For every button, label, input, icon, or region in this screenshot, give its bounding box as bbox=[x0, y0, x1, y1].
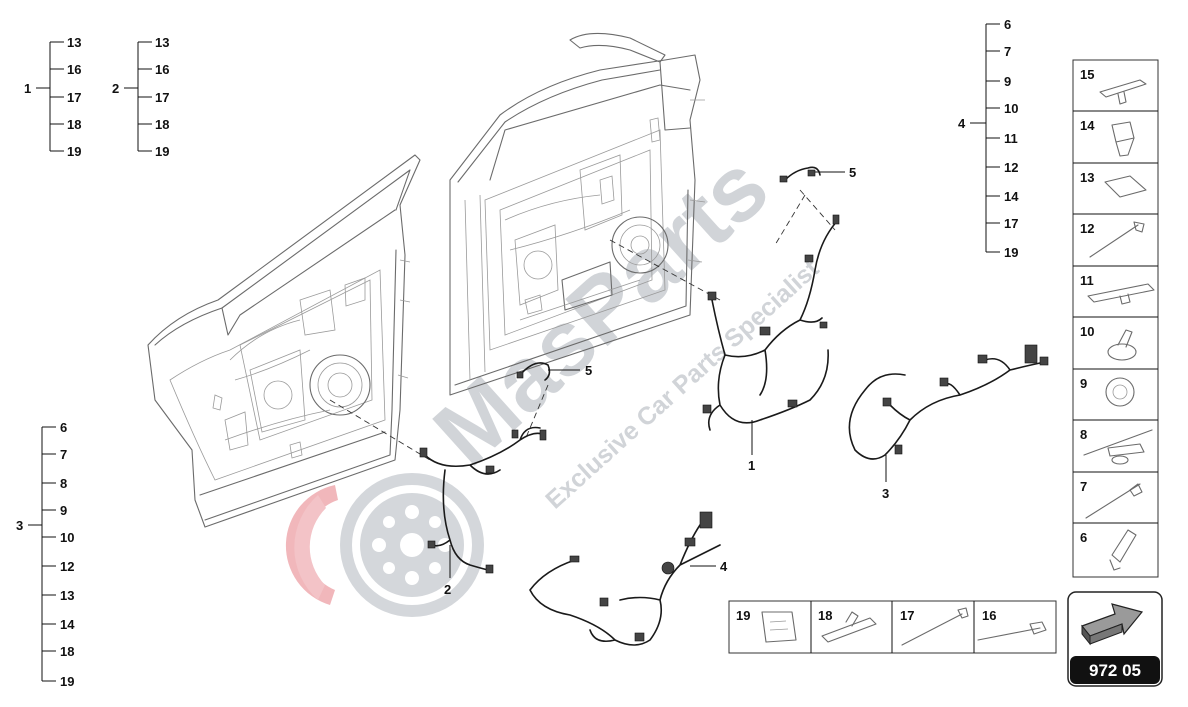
wiring-harness-4 bbox=[529, 511, 721, 646]
cable-tie-12-icon bbox=[1089, 221, 1145, 258]
bottom-parts-row: 19 18 17 16 bbox=[728, 600, 1057, 654]
legend-item: 6 bbox=[60, 420, 67, 435]
legend-group-4-id: 4 bbox=[958, 116, 966, 131]
part-number: 9 bbox=[1080, 376, 1087, 391]
legend-item: 17 bbox=[67, 90, 81, 105]
clip-15-icon bbox=[1099, 79, 1147, 105]
callout-label: 5 bbox=[849, 165, 856, 180]
side-parts-column: 15 14 13 12 11 10 9 8 7 bbox=[1072, 59, 1159, 578]
legend-item: 14 bbox=[1004, 189, 1019, 204]
watermark-logo-icon bbox=[285, 473, 484, 617]
leader-lines bbox=[329, 189, 836, 461]
part-number: 8 bbox=[1080, 427, 1087, 442]
next-page-arrow-icon bbox=[1081, 603, 1144, 646]
part-number: 13 bbox=[1080, 170, 1094, 185]
legend-item: 12 bbox=[1004, 160, 1018, 175]
connector-19-icon bbox=[761, 611, 797, 643]
clip-13-icon bbox=[1104, 175, 1147, 198]
part-number: 19 bbox=[736, 608, 750, 623]
legend-item: 7 bbox=[1004, 44, 1011, 59]
legend-item: 13 bbox=[155, 35, 169, 50]
legend-item: 19 bbox=[60, 674, 74, 689]
legend-group-1: 1 13 16 17 18 19 bbox=[24, 35, 81, 159]
cable-tie-7-icon bbox=[1085, 483, 1143, 519]
part-number: 11 bbox=[1080, 273, 1094, 288]
part-number: 16 bbox=[982, 608, 996, 623]
legend-group-4: 4 6 7 9 10 11 12 14 17 19 bbox=[958, 17, 1019, 260]
page-badge[interactable]: 972 05 bbox=[1067, 591, 1163, 687]
callout-label: 5 bbox=[585, 363, 592, 378]
legend-item: 9 bbox=[60, 503, 67, 518]
callout-label: 3 bbox=[882, 486, 889, 501]
callout-label: 4 bbox=[720, 559, 728, 574]
watermark: MasParts Exclusive Car Parts Specialist bbox=[285, 135, 825, 617]
callouts: 5 5 1 2 3 4 bbox=[444, 165, 889, 597]
grommet-10-icon bbox=[1107, 329, 1137, 361]
part-number: 14 bbox=[1080, 118, 1095, 133]
legend-group-2: 2 13 16 17 18 19 bbox=[112, 35, 169, 159]
grommet-9-icon bbox=[1105, 377, 1135, 407]
part-number: 15 bbox=[1080, 67, 1094, 82]
wiring-harness-3 bbox=[848, 344, 1049, 460]
part-number: 7 bbox=[1080, 479, 1087, 494]
legend-item: 12 bbox=[60, 559, 74, 574]
page-number: 972 05 bbox=[1089, 661, 1141, 680]
legend-item: 10 bbox=[60, 530, 74, 545]
cable-tie-17-icon bbox=[901, 607, 969, 646]
legend-item: 16 bbox=[67, 62, 81, 77]
legend-item: 13 bbox=[60, 588, 74, 603]
legend-item: 19 bbox=[155, 144, 169, 159]
legend-item: 6 bbox=[1004, 17, 1011, 32]
clip-11-icon bbox=[1087, 283, 1155, 305]
part-number: 17 bbox=[900, 608, 914, 623]
part-number: 6 bbox=[1080, 530, 1087, 545]
legend-group-1-id: 1 bbox=[24, 81, 31, 96]
legend-item: 14 bbox=[60, 617, 75, 632]
part-number: 12 bbox=[1080, 221, 1094, 236]
callout-label: 1 bbox=[748, 458, 755, 473]
legend-item: 10 bbox=[1004, 101, 1018, 116]
part-number: 18 bbox=[818, 608, 832, 623]
watermark-brand: MasParts bbox=[415, 135, 787, 485]
legend-item: 18 bbox=[67, 117, 81, 132]
legend-item: 17 bbox=[1004, 216, 1018, 231]
legend-item: 11 bbox=[1004, 131, 1018, 146]
wiring-harness-1 bbox=[702, 166, 840, 431]
legend-item: 19 bbox=[1004, 245, 1018, 260]
rear-door-illustration bbox=[147, 154, 421, 528]
front-door-illustration bbox=[449, 32, 706, 396]
legend-item: 19 bbox=[67, 144, 81, 159]
legend-group-2-id: 2 bbox=[112, 81, 119, 96]
legend-group-3: 3 6 7 8 9 10 12 13 14 18 19 bbox=[16, 420, 75, 689]
clip-6-icon bbox=[1109, 529, 1137, 571]
legend-item: 9 bbox=[1004, 74, 1011, 89]
legend-group-3-id: 3 bbox=[16, 518, 23, 533]
part-number: 10 bbox=[1080, 324, 1094, 339]
legend-item: 13 bbox=[67, 35, 81, 50]
wiring-harness-2 bbox=[419, 362, 551, 574]
clip-18-icon bbox=[821, 611, 877, 643]
legend-item: 8 bbox=[60, 476, 67, 491]
callout-label: 2 bbox=[444, 582, 451, 597]
legend-item: 17 bbox=[155, 90, 169, 105]
legend-item: 18 bbox=[155, 117, 169, 132]
clip-14-icon bbox=[1111, 121, 1135, 157]
legend-item: 18 bbox=[60, 644, 74, 659]
legend-item: 7 bbox=[60, 447, 67, 462]
clip-8-icon bbox=[1083, 429, 1153, 465]
legend-item: 16 bbox=[155, 62, 169, 77]
cable-tie-16-icon bbox=[977, 621, 1047, 641]
